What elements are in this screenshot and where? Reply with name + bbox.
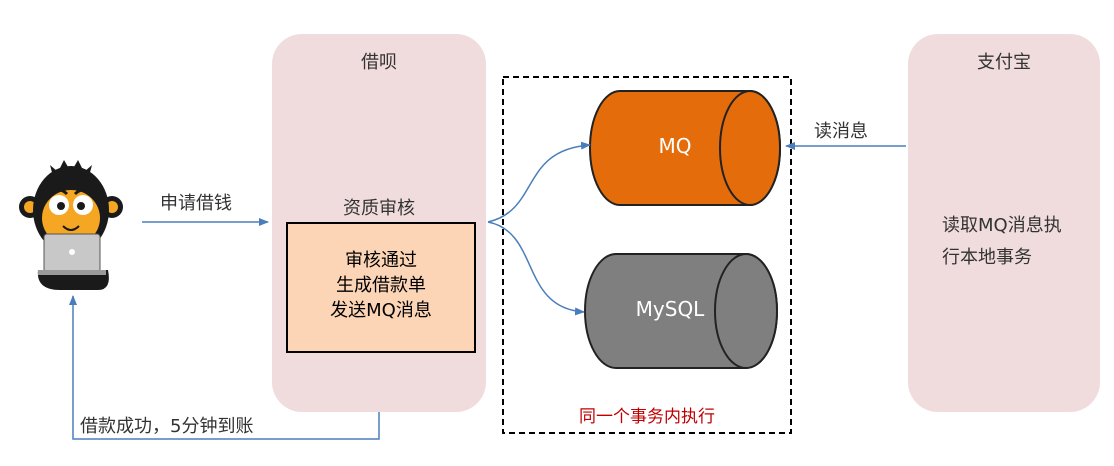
review-line-send-mq: 发送MQ消息	[330, 300, 432, 321]
mq-cylinder	[589, 90, 781, 206]
monkey-laptop-user-icon	[19, 160, 123, 290]
review-line-approved: 审核通过	[345, 250, 417, 271]
transaction-caption: 同一个事务内执行	[579, 407, 715, 427]
transaction-boundary	[502, 76, 792, 434]
loan-success-label: 借款成功，5分钟到账	[80, 416, 254, 437]
mysql-label: MySQL	[635, 297, 705, 321]
success-return-arrow	[69, 295, 380, 440]
review-box	[286, 222, 476, 353]
to-mysql-arrow	[487, 221, 585, 316]
apply-loan-label: 申请借钱	[160, 193, 232, 214]
mysql-cylinder	[584, 253, 778, 369]
mq-label: MQ	[658, 134, 692, 158]
lane-title-alipay: 支付宝	[977, 52, 1031, 73]
read-message-label: 读消息	[814, 121, 868, 142]
alipay-description-line-1: 读取MQ消息执	[942, 215, 1062, 236]
alipay-description: 读取MQ消息执 行本地事务	[942, 210, 1062, 274]
review-title: 资质审核	[343, 198, 415, 219]
review-lines: 审核通过 生成借款单 发送MQ消息	[287, 248, 475, 323]
lane-alipay	[908, 34, 1100, 412]
review-line-create-order: 生成借款单	[336, 275, 426, 296]
to-mq-arrow	[487, 141, 591, 223]
alipay-description-line-2: 行本地事务	[942, 247, 1032, 268]
lane-title-jiebei: 借呗	[361, 52, 397, 73]
